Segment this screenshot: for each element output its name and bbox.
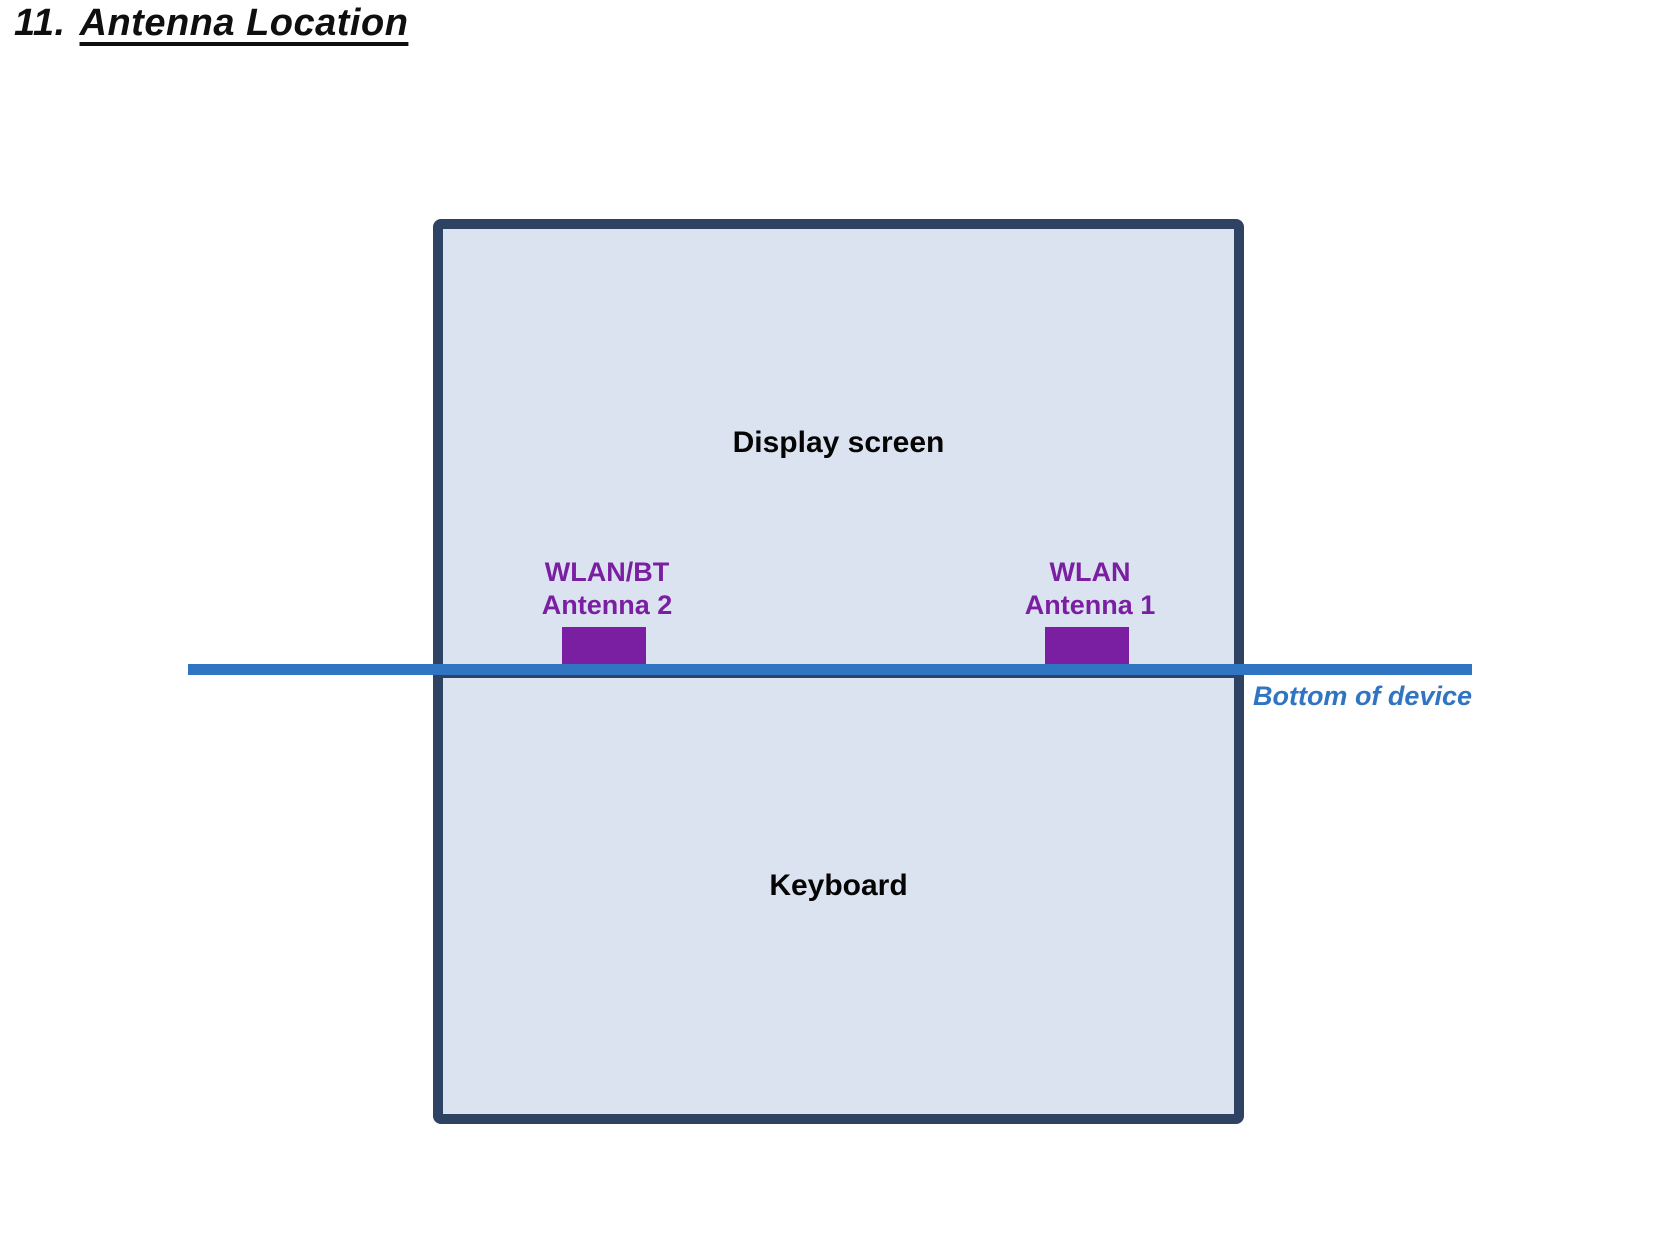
- antenna-2-label-line1: WLAN/BT: [544, 557, 670, 587]
- title-text: Antenna Location: [79, 2, 409, 44]
- antenna-1-label-line1: WLAN: [1049, 557, 1131, 587]
- bottom-of-device-line: [188, 664, 1472, 675]
- antenna-1-label: WLAN Antenna 1: [940, 556, 1240, 622]
- antenna-2-label: WLAN/BT Antenna 2: [457, 556, 757, 622]
- antenna-1-label-line2: Antenna 1: [1024, 590, 1156, 620]
- display-screen-label: Display screen: [732, 426, 945, 459]
- antenna-2-marker: [562, 627, 646, 664]
- antenna-1-marker: [1045, 627, 1129, 664]
- keyboard-label: Keyboard: [769, 869, 908, 902]
- bottom-of-device-label: Bottom of device: [1252, 681, 1472, 711]
- antenna-2-label-line2: Antenna 2: [541, 590, 673, 620]
- title-number: 11.: [14, 2, 66, 44]
- page-title: 11. Antenna Location: [14, 2, 408, 45]
